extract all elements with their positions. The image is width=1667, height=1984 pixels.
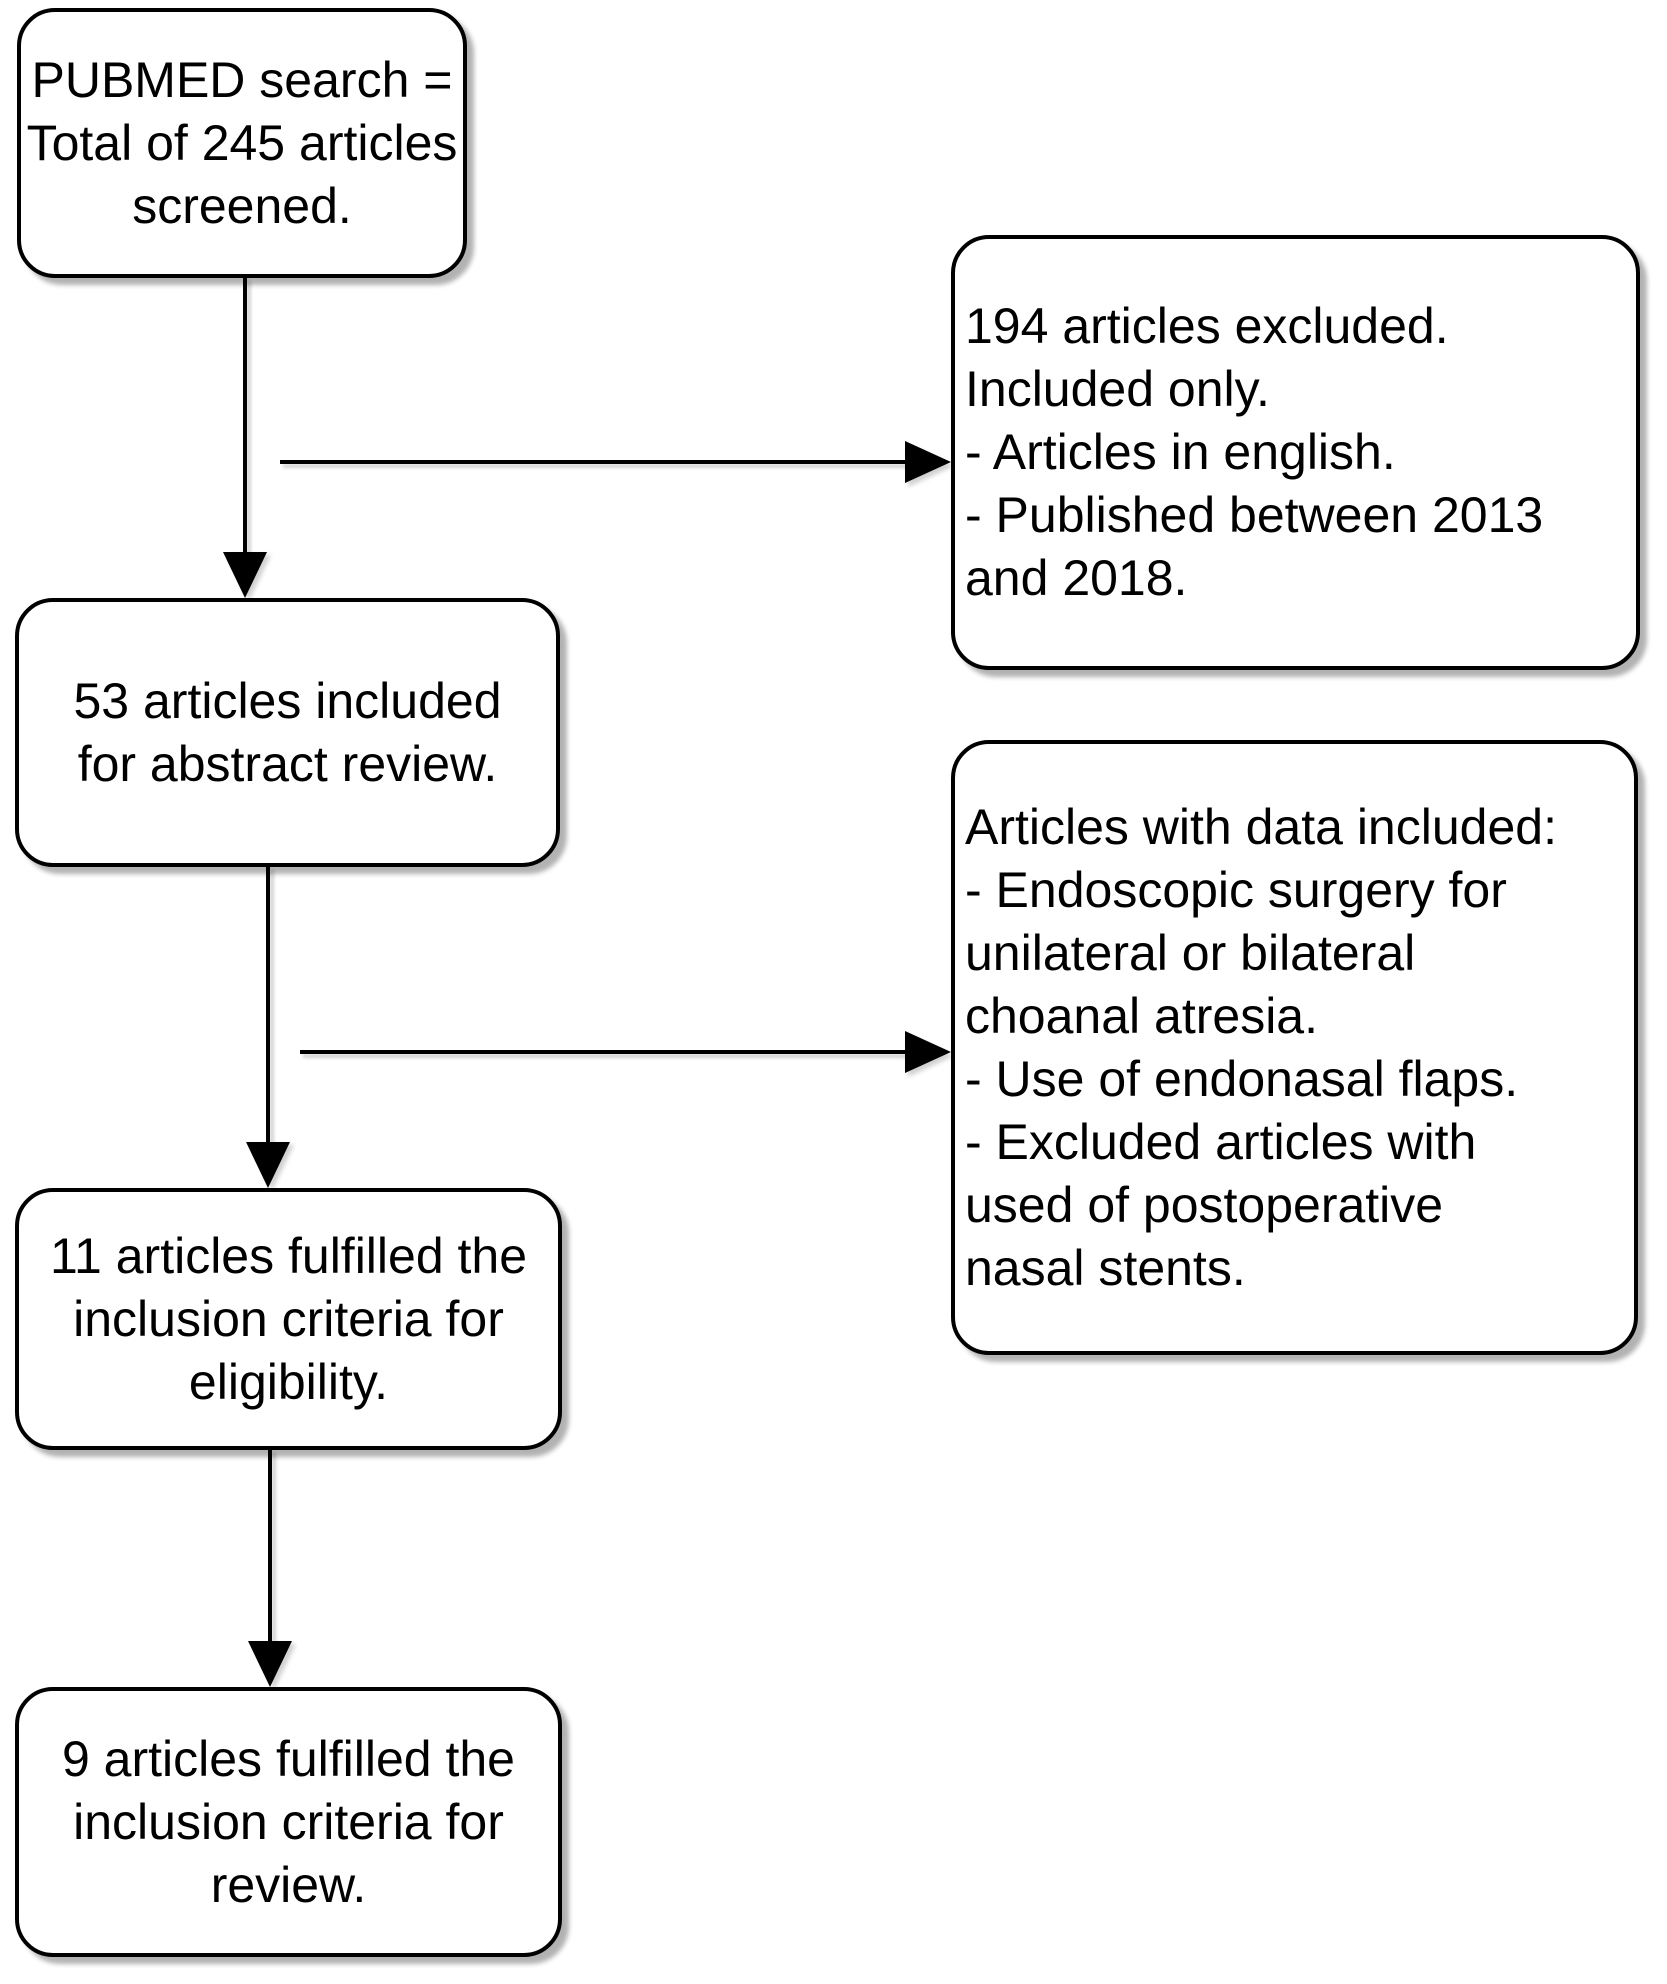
arrow-right-icon <box>905 1031 951 1073</box>
node-data-included: Articles with data included: - Endoscopi… <box>951 740 1638 1355</box>
node-data-included-label: Articles with data included: - Endoscopi… <box>965 798 1557 1296</box>
arrow-right-icon <box>905 441 951 483</box>
node-final-review-label: 9 articles fulfilled the inclusion crite… <box>61 1730 515 1913</box>
arrow-abstract-to-data-line <box>300 1050 907 1054</box>
node-eligibility: 11 articles fulfilled the inclusion crit… <box>15 1188 562 1450</box>
node-pubmed-search: PUBMED search = Total of 245 articles sc… <box>17 8 467 278</box>
node-abstract-review: 53 articles included for abstract review… <box>15 598 560 867</box>
node-excluded-articles: 194 articles excluded. Included only. - … <box>951 235 1640 670</box>
arrow-down-icon <box>246 1142 290 1188</box>
arrow-pubmed-to-excluded-line <box>280 460 907 464</box>
node-final-review: 9 articles fulfilled the inclusion crite… <box>15 1687 562 1957</box>
node-abstract-review-label: 53 articles included for abstract review… <box>73 672 502 792</box>
arrow-down-icon <box>223 552 267 598</box>
arrow-eligibility-to-review-line <box>268 1450 272 1645</box>
node-pubmed-search-label: PUBMED search = Total of 245 articles sc… <box>26 51 458 234</box>
arrow-down-icon <box>248 1641 292 1687</box>
arrow-abstract-to-eligibility-line <box>266 867 270 1146</box>
node-eligibility-label: 11 articles fulfilled the inclusion crit… <box>49 1227 528 1410</box>
arrow-pubmed-to-abstract-line <box>243 278 247 556</box>
node-excluded-articles-label: 194 articles excluded. Included only. - … <box>965 298 1544 606</box>
